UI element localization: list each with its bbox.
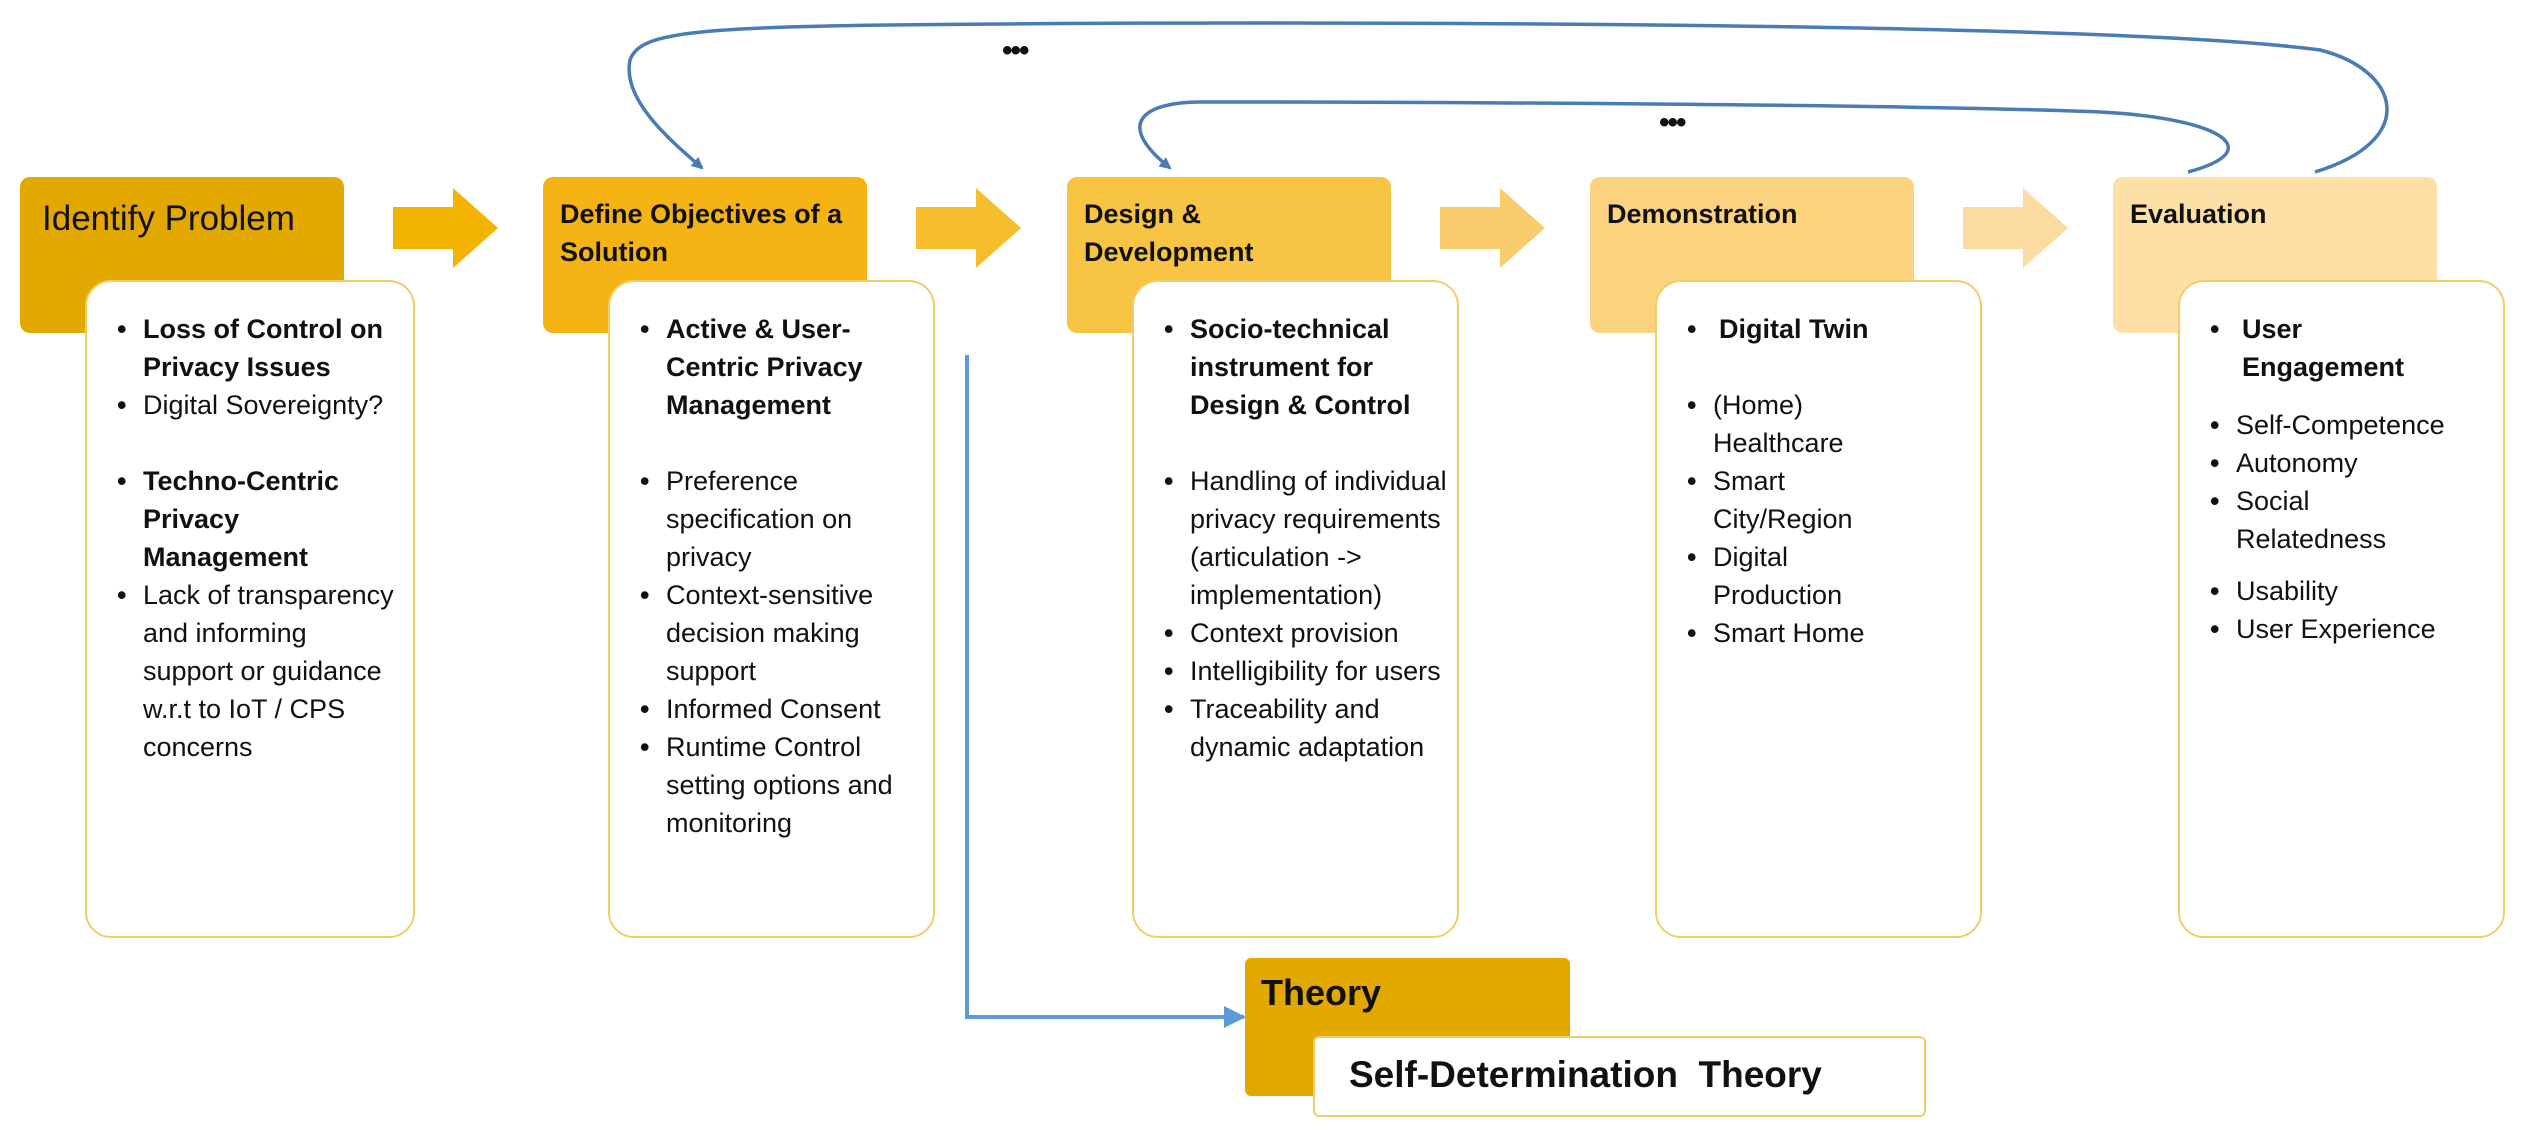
list-item: User Experience	[2210, 610, 2495, 648]
list-item: Handling of individual privacy requireme…	[1164, 462, 1449, 614]
ellipsis-inner: •••	[1659, 106, 1686, 139]
feedback-loop-outer	[627, 21, 2389, 174]
theory-content: Self-Determination Theory	[1349, 1054, 1822, 1095]
list-item: Usability	[2210, 572, 2495, 610]
theory-title: Theory	[1261, 972, 1382, 1013]
ellipsis-outer: •••	[1002, 34, 1029, 67]
theory-connector	[965, 355, 1246, 1028]
list-item: Socio-technical instrument for Design & …	[1164, 310, 1449, 424]
list-item: Smart Home	[1687, 614, 1968, 652]
list-item: Autonomy	[2210, 444, 2495, 482]
stage-identify-problem-card: Loss of Control on Privacy Issues Digita…	[85, 280, 415, 938]
stage-design-development-title: Design & Development	[1084, 199, 1254, 267]
list-item: Lack of transparency and informing suppo…	[117, 576, 401, 766]
list-item: Context-sensitive decision making suppor…	[640, 576, 921, 690]
process-arrow-icon	[1440, 188, 1545, 268]
list-item: Smart City/Region	[1687, 462, 1883, 538]
list-item: (Home) Healthcare	[1687, 386, 1883, 462]
list-item: Digital Production	[1687, 538, 1883, 614]
stage-design-development-card: Socio-technical instrument for Design & …	[1132, 280, 1459, 938]
stage-evaluation-card: User Engagement Self-Competence Autonomy…	[2178, 280, 2505, 938]
stage-demonstration-card: Digital Twin (Home) Healthcare Smart Cit…	[1655, 280, 1982, 938]
stage-identify-problem-title: Identify Problem	[42, 199, 295, 238]
process-arrow-icon	[1963, 188, 2068, 268]
block-arrow-3	[1440, 188, 1545, 268]
block-arrow-4	[1963, 188, 2068, 268]
list-item: Runtime Control setting options and moni…	[640, 728, 921, 842]
process-arrow-icon	[916, 188, 1021, 268]
list-item: Loss of Control on Privacy Issues	[117, 310, 401, 386]
list-item: Active & User-Centric Privacy Management	[640, 310, 921, 424]
list-item: Digital Twin	[1687, 310, 1968, 348]
list-item: Self-Competence	[2210, 406, 2495, 444]
stage-demonstration-title: Demonstration	[1607, 199, 1798, 229]
theory-content-box: Self-Determination Theory	[1313, 1036, 1926, 1117]
feedback-loop-inner	[1138, 100, 2230, 174]
list-item: Informed Consent	[640, 690, 921, 728]
list-item: Techno-Centric Privacy Management	[117, 462, 401, 576]
list-item: Traceability and dynamic adaptation	[1164, 690, 1449, 766]
list-item: Context provision	[1164, 614, 1449, 652]
block-arrow-2	[916, 188, 1021, 268]
stage-evaluation-title: Evaluation	[2130, 199, 2267, 229]
stage-define-objectives-title: Define Objectives of a Solution	[560, 199, 843, 267]
stage-define-objectives-card: Active & User-Centric Privacy Management…	[608, 280, 935, 938]
list-item: Digital Sovereignty?	[117, 386, 401, 424]
list-item: Social Relatedness	[2210, 482, 2386, 558]
list-item: Intelligibility for users	[1164, 652, 1449, 690]
process-arrow-icon	[393, 188, 498, 268]
list-item: User Engagement	[2210, 310, 2404, 386]
block-arrow-1	[393, 188, 498, 268]
list-item: Preference specification on privacy	[640, 462, 921, 576]
